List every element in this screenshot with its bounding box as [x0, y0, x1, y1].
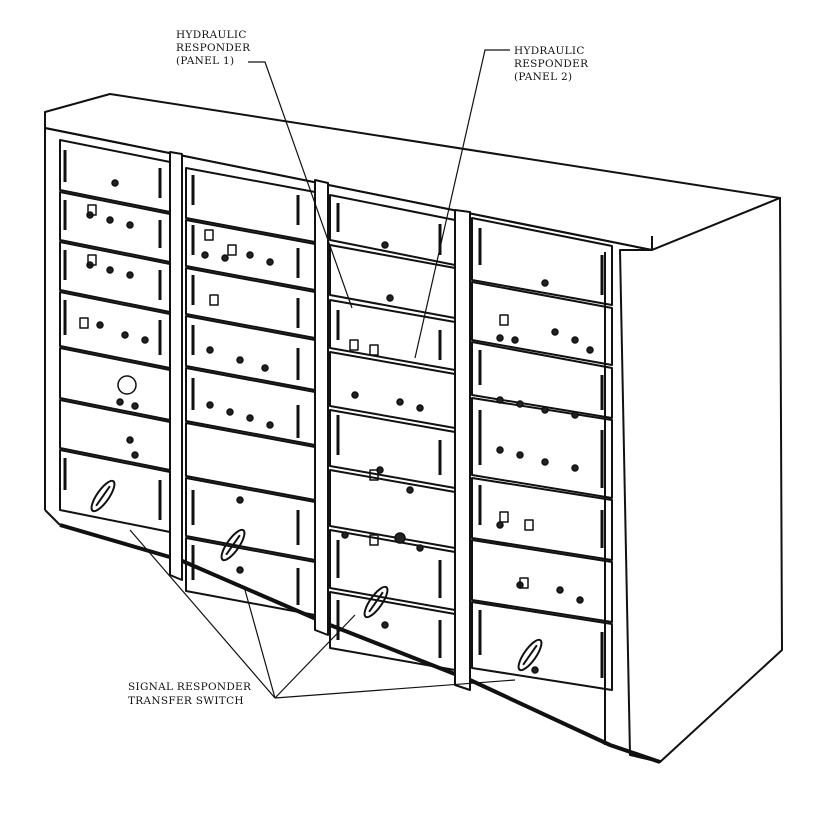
transfer-switch-3 [363, 585, 389, 619]
leader-hydraulic-panel-2 [414, 49, 510, 359]
label-hydraulic-panel-2: HYDRAULIC RESPONDER (PANEL 2) [514, 45, 589, 83]
leader-transfer-switch-a [129, 529, 276, 699]
transfer-switch-4 [517, 638, 543, 672]
label-hydraulic-panel-2-line-3: (PANEL 2) [514, 71, 572, 83]
panel-switches [79, 204, 534, 589]
transfer-switch-2 [220, 528, 246, 562]
label-hydraulic-panel-1-line-2: RESPONDER [176, 42, 251, 54]
bay-4-panels [471, 217, 613, 691]
bay-1-panels [59, 139, 171, 533]
callout-leaders [129, 49, 516, 699]
panel-knobs [86, 179, 594, 674]
transfer-switch-1 [90, 479, 116, 513]
label-signal-transfer-switch: SIGNAL RESPONDER TRANSFER SWITCH [128, 681, 252, 707]
panel-handles [63, 150, 604, 678]
leader-transfer-switch-b [244, 589, 276, 699]
leader-hydraulic-panel-1 [248, 61, 353, 309]
label-signal-transfer-switch-line-1: SIGNAL RESPONDER [128, 681, 252, 693]
label-hydraulic-panel-1-line-3: (PANEL 1) [176, 55, 234, 67]
bay-2-panels [185, 167, 316, 616]
bay-posts [169, 151, 471, 691]
label-hydraulic-panel-1: HYDRAULIC RESPONDER (PANEL 1) [176, 29, 251, 67]
label-hydraulic-panel-1-line-1: HYDRAULIC [176, 29, 247, 41]
leader-transfer-switch-d [274, 679, 516, 699]
bay-3-panels [329, 194, 456, 671]
label-hydraulic-panel-2-line-2: RESPONDER [514, 58, 589, 70]
leader-transfer-switch-c [274, 614, 356, 699]
label-signal-transfer-switch-line-2: TRANSFER SWITCH [128, 695, 244, 707]
label-hydraulic-panel-2-line-1: HYDRAULIC [514, 45, 585, 57]
